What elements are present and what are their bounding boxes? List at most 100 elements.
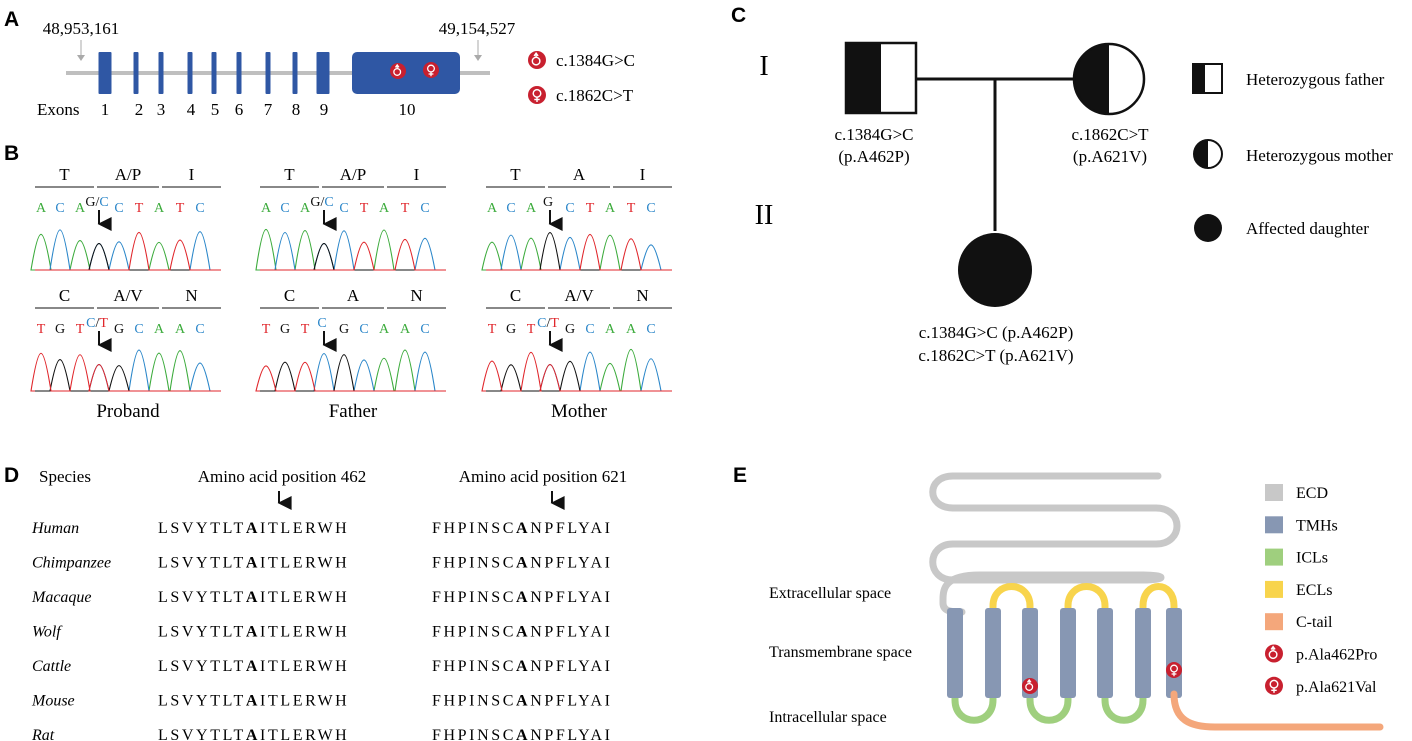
- legend-heterozygous-father: Heterozygous father: [1246, 70, 1385, 89]
- base-call: G: [506, 322, 516, 337]
- sample-name: Mother: [551, 401, 608, 422]
- icl-loop: [951, 694, 997, 724]
- base-call: G: [114, 322, 124, 337]
- trace-c: [260, 230, 446, 271]
- legend-swatch: [1265, 580, 1283, 598]
- base-call: C: [420, 201, 429, 216]
- male-symbol-icon: [1265, 644, 1283, 663]
- ecl-loop: [1064, 583, 1109, 612]
- daughter-symbol: [958, 233, 1032, 307]
- legend-swatch: [1265, 548, 1283, 566]
- codon-label: C: [59, 286, 70, 305]
- base-call: A: [605, 201, 616, 216]
- codon-label: T: [510, 165, 521, 184]
- base-call: T: [176, 201, 185, 216]
- codon-label: C: [510, 286, 521, 305]
- trace-a: [30, 233, 221, 271]
- legend-label: p.Ala621Val: [1296, 679, 1377, 696]
- legend-affected-daughter: Affected daughter: [1246, 219, 1369, 238]
- exon-number: 4: [187, 100, 196, 119]
- legend-label: p.Ala462Pro: [1296, 647, 1377, 664]
- pedigree-legend: Heterozygous father Heterozygous mother …: [1192, 63, 1393, 242]
- codon-label: I: [414, 165, 420, 184]
- father-variant: c.1384G>C: [835, 125, 914, 144]
- trace-c: [260, 351, 446, 392]
- base-call: A: [175, 322, 186, 337]
- exon-4: [187, 52, 193, 94]
- sequence-621: FHPINSCANPFLYAI: [432, 658, 613, 675]
- trace-t: [260, 238, 446, 271]
- base-call: A: [487, 201, 498, 216]
- base-call: C: [646, 322, 655, 337]
- trace-t: [30, 352, 221, 392]
- father-protein: (p.A462P): [838, 147, 909, 166]
- helix-6: [1135, 608, 1151, 698]
- sample-name: Proband: [96, 401, 160, 422]
- exon-8: [292, 52, 298, 94]
- male-mutation-icon: [1022, 678, 1038, 694]
- pedigree-panel: I II c.1384G>C (p.A462P) c.1862C>T (p.A6…: [755, 41, 1393, 365]
- position-621-header: Amino acid position 621: [459, 467, 628, 486]
- base-call: C: [339, 201, 348, 216]
- base-call: T: [488, 322, 497, 337]
- trace-t: [35, 231, 221, 271]
- end-arrow-icon: [474, 55, 482, 61]
- trace-t: [486, 233, 672, 271]
- base-call: A: [626, 322, 637, 337]
- helix-5: [1097, 608, 1113, 698]
- trace-t: [255, 361, 446, 392]
- trace-c: [35, 229, 221, 271]
- codon-label: T: [59, 165, 70, 184]
- icl-loop: [1101, 694, 1147, 724]
- species-name: Cattle: [32, 658, 71, 675]
- male-symbol-icon: [528, 51, 546, 69]
- receptor-topology: Extracellular space Transmembrane space …: [769, 472, 1384, 731]
- exon-7: [265, 52, 271, 94]
- base-call: C: [134, 322, 143, 337]
- extracellular-label: Extracellular space: [769, 585, 891, 602]
- variant-allele: G/C: [85, 195, 108, 210]
- codon-label: I: [640, 165, 646, 184]
- codon-label: I: [189, 165, 195, 184]
- codon-label: A: [573, 165, 586, 184]
- helix-4: [1060, 608, 1076, 698]
- base-call: A: [605, 322, 616, 337]
- sample-name: Father: [329, 401, 378, 422]
- female-symbol-icon: [528, 86, 546, 104]
- ecl-loop: [1139, 583, 1178, 612]
- trace-g: [260, 243, 446, 271]
- codon-label: N: [410, 286, 422, 305]
- legend-male-label: c.1384G>C: [556, 51, 635, 70]
- transmembrane-label: Transmembrane space: [769, 644, 912, 661]
- trace-c: [486, 234, 672, 271]
- intracellular-label: Intracellular space: [769, 709, 887, 726]
- base-call: C: [565, 201, 574, 216]
- helix-7: [1166, 608, 1182, 698]
- sequence-462: LSVYTLTAITLERWH: [158, 624, 349, 641]
- base-call: A: [379, 201, 390, 216]
- exon-10: [352, 52, 460, 94]
- sequence-621: FHPINSCANPFLYAI: [432, 555, 613, 572]
- base-call: T: [401, 201, 410, 216]
- codon-label: N: [636, 286, 648, 305]
- base-call: A: [526, 201, 537, 216]
- base-call: C: [114, 201, 123, 216]
- base-call: G: [339, 322, 349, 337]
- variant-allele: G: [543, 195, 553, 210]
- transmembrane-helices: [947, 608, 1182, 698]
- base-call: T: [301, 322, 310, 337]
- sequence-621: FHPINSCANPFLYAI: [432, 693, 613, 710]
- membrane-loops: [951, 583, 1178, 724]
- female-mutation-icon: [423, 62, 439, 78]
- generation-II-label: II: [755, 200, 774, 231]
- sequence-621: FHPINSCANPFLYAI: [432, 589, 613, 606]
- sequence-462: LSVYTLTAITLERWH: [158, 658, 349, 675]
- male-mutation-icon: [390, 63, 406, 79]
- legend-female-label: c.1862C>T: [556, 86, 634, 105]
- mother-protein: (p.A621V): [1073, 147, 1147, 166]
- codon-label: A: [347, 286, 360, 305]
